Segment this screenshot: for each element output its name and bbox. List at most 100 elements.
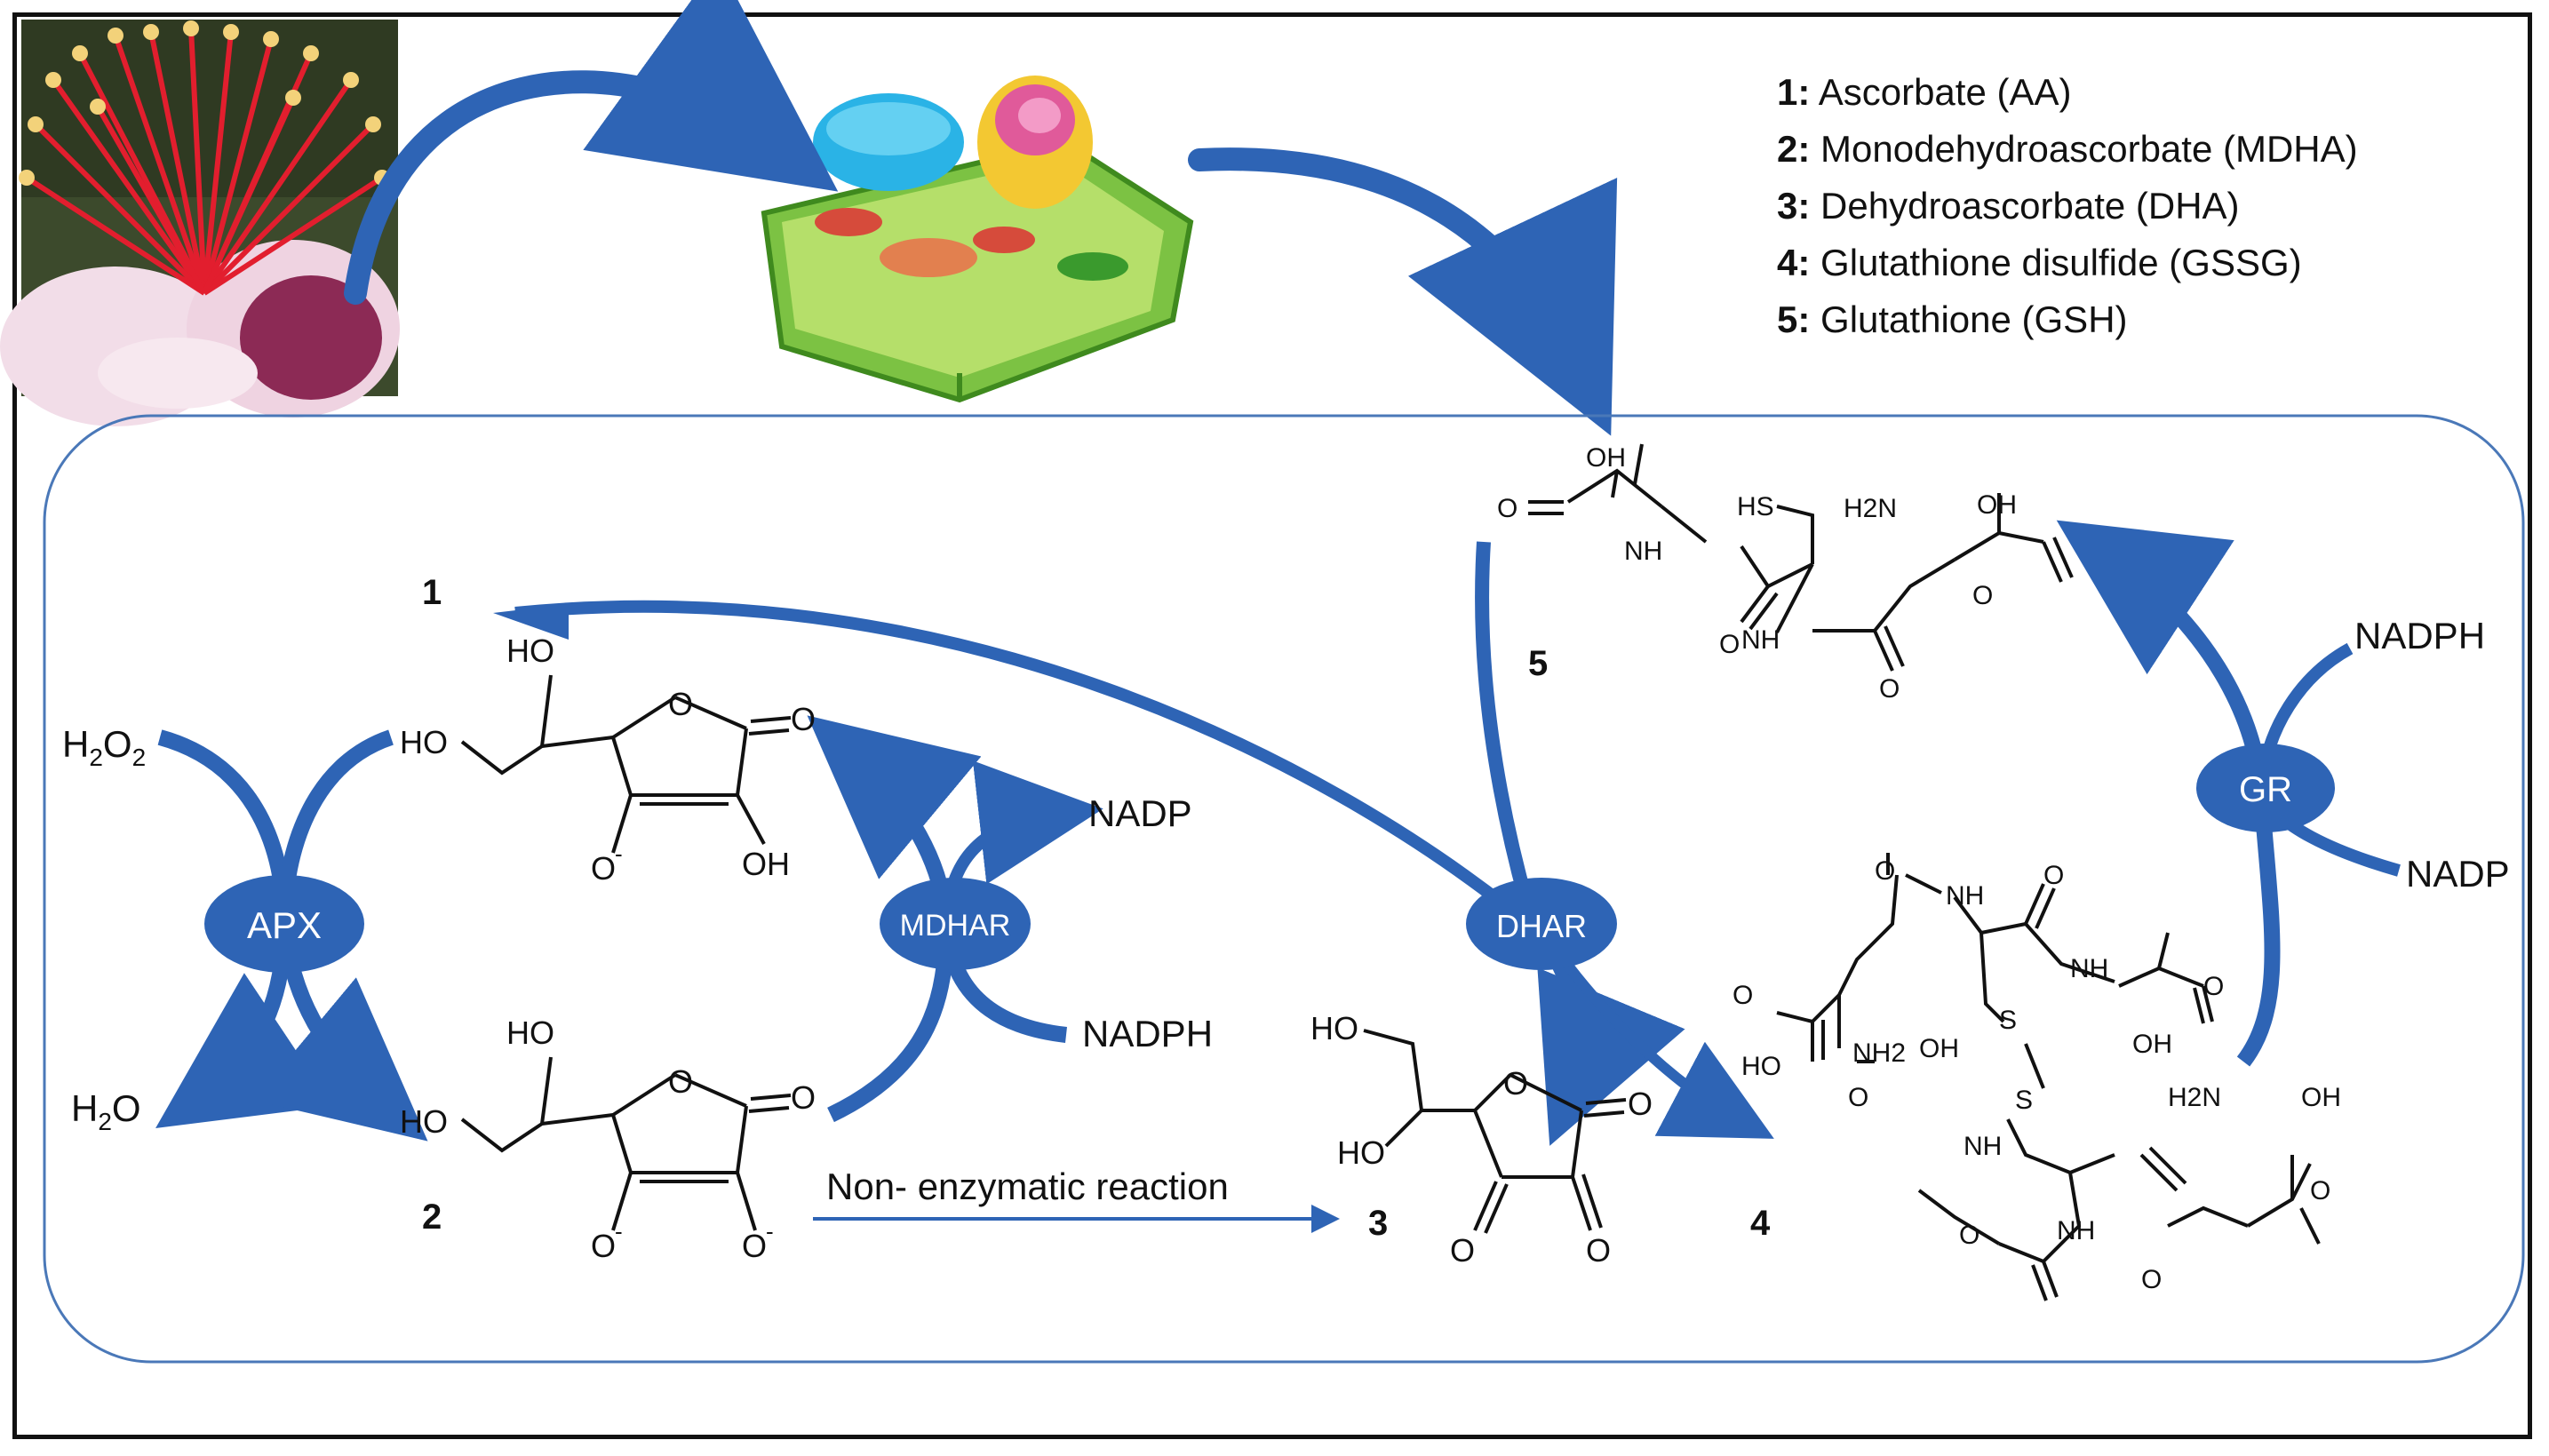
gr-enzyme-node: [2196, 744, 2335, 832]
ascorbate-atoms: HO HO O O O - OH: [400, 633, 816, 887]
cycle-panel: [43, 414, 2525, 1364]
atom-o: O: [1879, 674, 1900, 704]
apx-label: APX: [247, 904, 322, 946]
atom-ho: HO: [1310, 1010, 1358, 1046]
mdhar-enzyme-node: [880, 878, 1031, 970]
gsh-atoms: OH O NH HS O NH O H2N OH O: [1497, 443, 2017, 704]
atom-o: O: [1875, 856, 1895, 886]
atom-nh: NH: [2070, 954, 2108, 983]
atom-o: O: [1848, 1083, 1868, 1112]
mdha-structure: [460, 1056, 792, 1231]
atom-s: S: [2015, 1086, 2033, 1115]
atom-o: O: [1497, 494, 1517, 523]
compound-4-label: 4: [1750, 1204, 1771, 1243]
gssg-atoms: O NH O NH O OH O HO NH2 OH S S O NH O NH…: [1733, 856, 2341, 1294]
charge-minus: -: [615, 1218, 623, 1245]
legend-item: 1: Ascorbate (AA): [1777, 64, 2358, 121]
atom-oh: OH: [742, 846, 790, 882]
legend-number: 1:: [1777, 71, 1811, 113]
atom-o: O: [2310, 1176, 2330, 1205]
atom-oh: OH: [1919, 1034, 1959, 1063]
atom-o: O: [668, 686, 693, 722]
atom-nh: NH: [1964, 1132, 2002, 1161]
legend-number: 5:: [1777, 298, 1811, 340]
legend-item: 2: Monodehydroascorbate (MDHA): [1777, 121, 2358, 178]
charge-minus: -: [766, 1218, 774, 1245]
atom-ho: HO: [1337, 1134, 1385, 1171]
atom-o-minus: O: [591, 1228, 616, 1264]
atom-hs: HS: [1737, 492, 1774, 521]
legend-number: 4:: [1777, 242, 1811, 283]
dhar-enzyme-node: [1466, 878, 1617, 970]
non-enzymatic-label: Non- enzymatic reaction: [826, 1166, 1229, 1207]
atom-o: O: [1450, 1232, 1475, 1269]
atom-o: O: [791, 1079, 816, 1116]
mdha-atoms: HO HO O O O - O -: [400, 1014, 816, 1264]
atom-oh: OH: [1977, 490, 2017, 520]
legend-number: 2:: [1777, 128, 1811, 170]
atom-o: O: [1586, 1232, 1611, 1269]
feijoa-flower-photo: [0, 20, 400, 426]
atom-nh2: NH2: [1852, 1038, 1906, 1068]
legend-item: 5: Glutathione (GSH): [1777, 291, 2358, 348]
atom-ho: HO: [1741, 1052, 1781, 1081]
atom-nh: NH: [1946, 881, 1984, 911]
flower-to-cell-arrow: [344, 0, 839, 305]
atom-ho: HO: [400, 724, 448, 760]
hydrogen-peroxide-label: H2O2: [62, 723, 146, 771]
atom-o-minus: O: [742, 1228, 767, 1264]
water-label: H2O: [71, 1087, 141, 1135]
compound-legend: 1: Ascorbate (AA) 2: Monodehydroascorbat…: [1777, 64, 2358, 348]
atom-oh: OH: [2132, 1030, 2172, 1059]
atom-o: O: [2043, 861, 2064, 890]
compound-5-label: 5: [1528, 644, 1548, 683]
atom-nh: NH: [2057, 1216, 2095, 1245]
atom-s: S: [1999, 1006, 2017, 1035]
charge-minus: -: [615, 840, 623, 867]
dha-structure: [1363, 1029, 1627, 1234]
atom-h2n: H2N: [1844, 494, 1897, 523]
plant-cell-illustration: [761, 76, 1194, 403]
atom-o: O: [1972, 581, 1993, 610]
legend-item: 3: Dehydroascorbate (DHA): [1777, 178, 2358, 235]
mdhar-nadp-label: NADP: [1088, 792, 1192, 834]
legend-text: Monodehydroascorbate (MDHA): [1820, 128, 2358, 170]
apx-enzyme-node: [204, 875, 364, 973]
gssg-structure: [1776, 853, 2321, 1301]
ascorbate-structure: [460, 674, 792, 854]
atom-o: O: [2203, 972, 2224, 1001]
figure-frame: [12, 12, 2532, 1439]
atom-o: O: [1719, 630, 1740, 659]
gr-nadp-label: NADP: [2406, 853, 2510, 895]
svg-text:H2O: H2O: [71, 1087, 141, 1135]
atom-nh: NH: [1741, 625, 1780, 655]
gsh-structure: [1528, 443, 2074, 672]
compound-2-label: 2: [422, 1197, 442, 1237]
compound-1-label: 1: [422, 573, 442, 612]
atom-oh: OH: [2301, 1083, 2341, 1112]
atom-ho: HO: [506, 633, 554, 669]
legend-text: Glutathione disulfide (GSSG): [1820, 242, 2302, 283]
dha-atoms: HO HO O O O O: [1310, 1010, 1653, 1269]
atom-o: O: [1628, 1086, 1653, 1122]
atom-h2n: H2N: [2168, 1083, 2221, 1112]
compound-3-label: 3: [1368, 1204, 1388, 1243]
legend-text: Dehydroascorbate (DHA): [1820, 185, 2240, 227]
atom-ho: HO: [506, 1014, 554, 1051]
legend-text: Glutathione (GSH): [1820, 298, 2128, 340]
atom-o-minus: O: [591, 850, 616, 887]
legend-text: Ascorbate (AA): [1818, 71, 2072, 113]
legend-item: 4: Glutathione disulfide (GSSG): [1777, 235, 2358, 291]
legend-number: 3:: [1777, 185, 1811, 227]
gr-nadph-label: NADPH: [2354, 615, 2485, 656]
atom-nh: NH: [1624, 537, 1662, 566]
mdhar-nadph-label: NADPH: [1082, 1013, 1213, 1054]
atom-o: O: [791, 701, 816, 737]
svg-text:H2O2: H2O2: [62, 723, 146, 771]
atom-ho: HO: [400, 1103, 448, 1140]
gr-label: GR: [2239, 770, 2292, 809]
atom-o: O: [1959, 1221, 1979, 1250]
mdhar-label: MDHAR: [900, 909, 1011, 943]
